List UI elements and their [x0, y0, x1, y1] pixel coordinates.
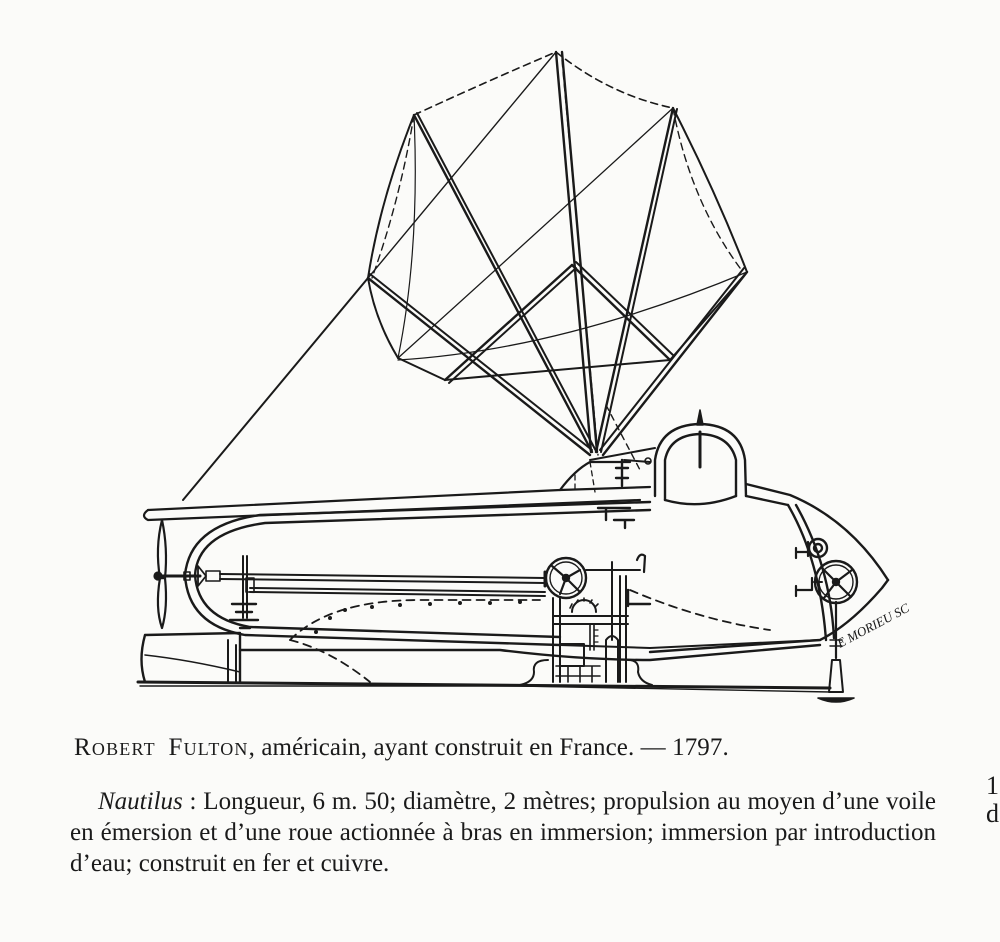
conning-dome-icon	[589, 409, 748, 506]
margin-line-2: d	[986, 799, 999, 828]
author-first-name: Robert	[74, 734, 156, 761]
umbrella-sail-icon	[182, 50, 749, 501]
caption-body: Nautilus : Longueur, 6 m. 50; diamètre, …	[70, 786, 936, 879]
caption-title-rest: , américain, ayant construit en France. …	[248, 734, 729, 761]
anchor-weight-icon	[817, 600, 855, 703]
margin-line-1: 1	[986, 771, 999, 800]
nautilus-illustration: E MORIEU SC	[136, 50, 912, 703]
drive-shaft-icon	[219, 555, 546, 630]
author-last-name: Fulton	[168, 734, 249, 761]
adjacent-column-fragment: 1 d	[986, 772, 1000, 828]
engraver-signature: E MORIEU SC	[833, 600, 911, 651]
bow-wheel-icon	[794, 537, 859, 605]
propeller-icon	[153, 518, 221, 630]
upper-deck-plank-icon	[142, 457, 652, 530]
caption-title: Robert Fulton, américain, ayant construi…	[74, 734, 954, 762]
vessel-name: Nautilus	[98, 788, 183, 815]
hand-wheel-crank-icon	[519, 553, 653, 686]
caption-description: : Longueur, 6 m. 50; diamètre, 2 mètres;…	[70, 788, 936, 877]
